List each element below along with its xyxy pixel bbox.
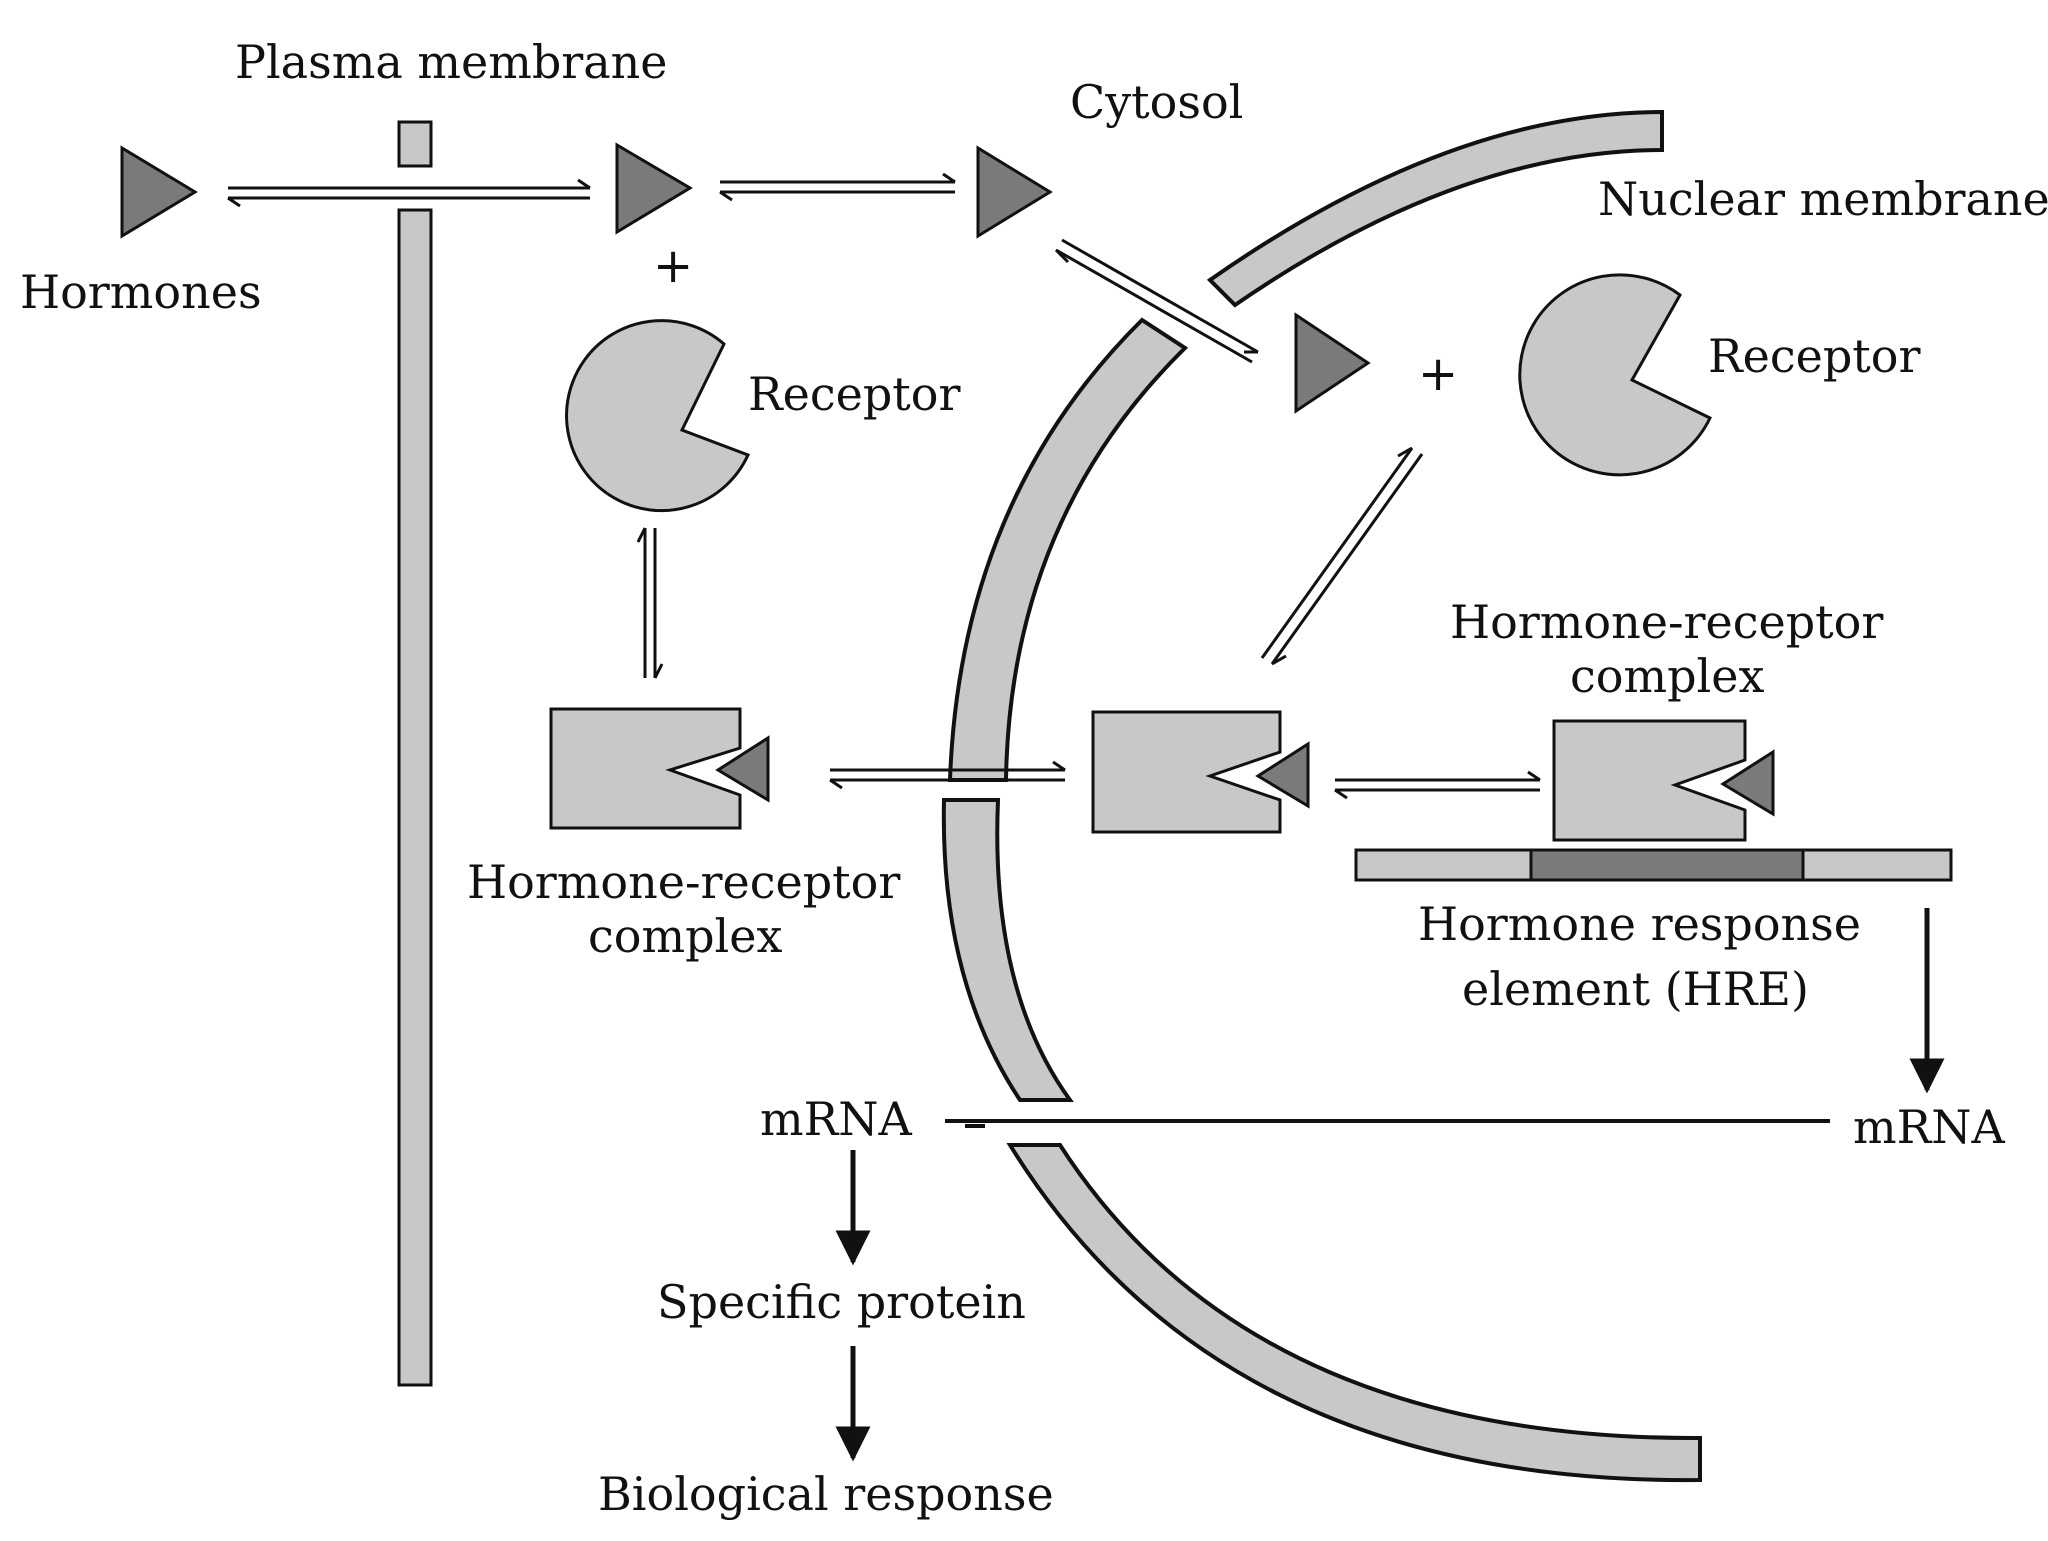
equilibrium-arrow-cytosol-top (719, 172, 956, 202)
nuclear-membrane-top-segment (1206, 109, 1664, 308)
dna-flank-left (1354, 848, 1533, 882)
label-cytosol: Cytosol (1070, 75, 1243, 129)
label-plasma-membrane: Plasma membrane (235, 35, 668, 89)
equilibrium-arrow-nuclear-entry (1054, 238, 1259, 364)
label-hr-complex-nucleus-line1: Hormone-receptor (1450, 595, 1883, 649)
label-hre-line1: Hormone response (1418, 897, 1861, 951)
plasma-membrane-top-stub (397, 120, 433, 168)
nuclear-membrane-mid-segment (941, 798, 1074, 1102)
nuclear-membrane-bottom-segment (1006, 1143, 1702, 1483)
hormone-cytosol-1 (615, 142, 693, 235)
equilibrium-arrow-nucleus-binding (1260, 446, 1424, 666)
dna-flank-right (1801, 848, 1953, 882)
hr-complex-on-hre (1552, 719, 1775, 842)
label-hr-complex-nucleus-line2: complex (1570, 649, 1764, 703)
label-hr-complex-cytosol-line2: complex (588, 909, 782, 963)
label-receptor-cytosol: Receptor (748, 367, 960, 421)
plasma-membrane (397, 120, 433, 1387)
hre-core (1529, 848, 1805, 882)
equilibrium-arrow-nuclear-pore (829, 760, 1066, 790)
label-hormones: Hormones (20, 265, 262, 319)
label-nuclear-membrane: Nuclear membrane (1598, 172, 2048, 226)
label-specific-protein: Specific protein (657, 1275, 1026, 1329)
label-mrna-cytosol: mRNA (760, 1092, 913, 1146)
hre-dna-bar (1354, 848, 1953, 882)
equilibrium-arrow-hre-binding (1334, 770, 1541, 800)
equilibrium-arrow-left-binding (636, 527, 664, 679)
receptor-cytosol (565, 319, 751, 513)
label-mrna-nucleus: mRNA (1853, 1100, 2006, 1154)
hormone-nucleus (1294, 312, 1371, 414)
plus-sign-nucleus: + (1418, 346, 1458, 402)
hormone-outside (120, 145, 198, 239)
equilibrium-arrows (227, 172, 1541, 800)
equilibrium-arrow-plasma-membrane (227, 178, 591, 208)
hr-complex-cytosol (549, 707, 770, 830)
plus-sign-cytosol: + (653, 238, 693, 294)
label-hr-complex-cytosol-line1: Hormone-receptor (467, 855, 900, 909)
label-receptor-nucleus: Receptor (1708, 329, 1920, 383)
plasma-membrane-bar (397, 208, 433, 1387)
hormone-cytosol-2 (976, 145, 1053, 239)
label-biological-response: Biological response (598, 1467, 1054, 1521)
label-hre-line2: element (HRE) (1462, 962, 1809, 1016)
hr-complex-nucleus (1091, 710, 1310, 834)
receptor-nucleus (1518, 273, 1712, 477)
